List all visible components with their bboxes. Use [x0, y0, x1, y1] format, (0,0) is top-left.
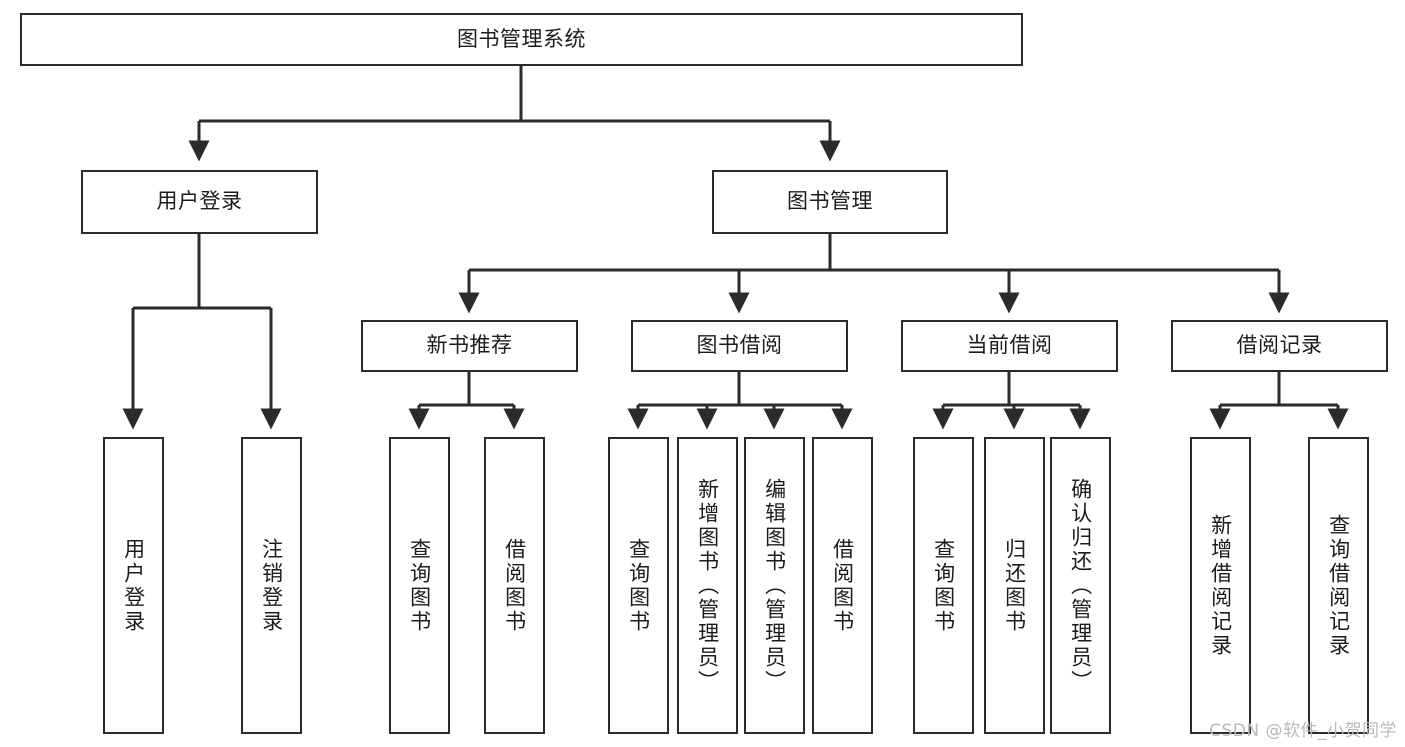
node-root-label: 图书管理系统: [457, 26, 586, 51]
node-leaf-query-book-2-label: 查询图书: [626, 537, 651, 634]
node-borrow-record[interactable]: 借阅记录: [1171, 320, 1388, 372]
node-leaf-query-book-1[interactable]: 查询图书: [389, 437, 450, 734]
node-leaf-borrow-book-2[interactable]: 借阅图书: [812, 437, 873, 734]
node-leaf-add-record-label: 新增借阅记录: [1208, 513, 1233, 658]
node-leaf-query-record[interactable]: 查询借阅记录: [1308, 437, 1369, 734]
node-root[interactable]: 图书管理系统: [20, 13, 1023, 66]
node-leaf-borrow-book-1[interactable]: 借阅图书: [484, 437, 545, 734]
node-leaf-query-book-2[interactable]: 查询图书: [608, 437, 669, 734]
node-leaf-user-login[interactable]: 用户登录: [103, 437, 164, 734]
node-new-book-recommend-label: 新书推荐: [426, 333, 513, 358]
node-new-book-recommend[interactable]: 新书推荐: [361, 320, 578, 372]
node-leaf-add-book-label: 新增图书（管理员）: [695, 477, 720, 694]
node-leaf-query-book-3[interactable]: 查询图书: [913, 437, 974, 734]
node-leaf-borrow-book-2-label: 借阅图书: [830, 537, 855, 634]
node-leaf-edit-book[interactable]: 编辑图书（管理员）: [744, 437, 805, 734]
node-leaf-confirm-return-label: 确认归还（管理员）: [1068, 477, 1093, 694]
node-current-borrow-label: 当前借阅: [966, 333, 1053, 358]
node-leaf-add-book[interactable]: 新增图书（管理员）: [677, 437, 738, 734]
node-leaf-edit-book-label: 编辑图书（管理员）: [762, 477, 787, 694]
node-book-manage[interactable]: 图书管理: [712, 170, 948, 234]
node-leaf-user-login-label: 用户登录: [121, 537, 146, 634]
node-leaf-user-logout-label: 注销登录: [259, 537, 284, 634]
node-user-login[interactable]: 用户登录: [81, 170, 318, 234]
node-leaf-add-record[interactable]: 新增借阅记录: [1190, 437, 1251, 734]
node-book-borrow-label: 图书借阅: [696, 333, 783, 358]
node-book-manage-label: 图书管理: [787, 189, 873, 214]
node-user-login-label: 用户登录: [156, 189, 243, 214]
node-leaf-query-book-3-label: 查询图书: [931, 537, 956, 634]
node-current-borrow[interactable]: 当前借阅: [901, 320, 1118, 372]
node-leaf-borrow-book-1-label: 借阅图书: [502, 537, 527, 634]
node-leaf-query-record-label: 查询借阅记录: [1326, 513, 1351, 658]
node-leaf-confirm-return[interactable]: 确认归还（管理员）: [1050, 437, 1111, 734]
node-book-borrow[interactable]: 图书借阅: [631, 320, 848, 372]
node-leaf-return-book[interactable]: 归还图书: [984, 437, 1045, 734]
node-leaf-user-logout[interactable]: 注销登录: [241, 437, 302, 734]
node-leaf-return-book-label: 归还图书: [1002, 537, 1027, 634]
node-leaf-query-book-1-label: 查询图书: [407, 537, 432, 634]
node-borrow-record-label: 借阅记录: [1236, 333, 1323, 358]
